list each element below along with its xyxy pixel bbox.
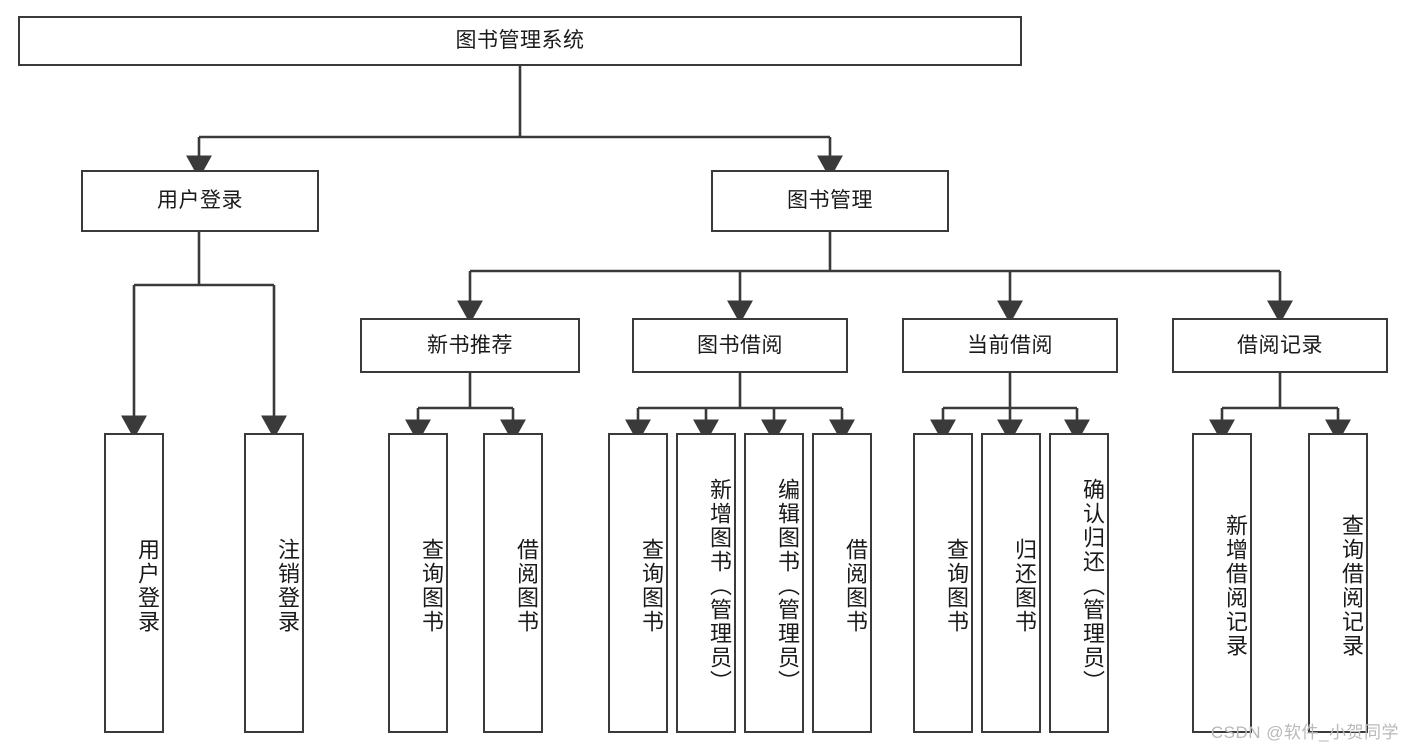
leaf-user-login[interactable]: 用户登录	[104, 433, 164, 733]
leaf-add-book[interactable]: 新增图书（管理员）	[676, 433, 736, 733]
leaf-borrow-book-1[interactable]: 借阅图书	[483, 433, 543, 733]
leaf-confirm-return-label: 确认归还（管理员）	[1080, 478, 1105, 694]
node-book-borrow[interactable]: 图书借阅	[632, 318, 848, 373]
leaf-add-record-label: 新增借阅记录	[1223, 514, 1248, 658]
leaf-query-book-1[interactable]: 查询图书	[388, 433, 448, 733]
leaf-query-record[interactable]: 查询借阅记录	[1308, 433, 1368, 733]
node-user-login[interactable]: 用户登录	[81, 170, 319, 232]
node-book-borrow-label: 图书借阅	[697, 333, 783, 357]
leaf-borrow-book-2[interactable]: 借阅图书	[812, 433, 872, 733]
node-current-borrow[interactable]: 当前借阅	[902, 318, 1118, 373]
leaf-add-record[interactable]: 新增借阅记录	[1192, 433, 1252, 733]
leaf-query-book-3[interactable]: 查询图书	[913, 433, 973, 733]
leaf-query-book-1-label: 查询图书	[419, 538, 444, 634]
leaf-logout-label: 注销登录	[275, 538, 300, 634]
leaf-edit-book[interactable]: 编辑图书（管理员）	[744, 433, 804, 733]
leaf-confirm-return[interactable]: 确认归还（管理员）	[1049, 433, 1109, 733]
node-new-book-rec-label: 新书推荐	[427, 333, 513, 357]
node-borrow-record[interactable]: 借阅记录	[1172, 318, 1388, 373]
leaf-query-record-label: 查询借阅记录	[1339, 514, 1364, 658]
leaf-return-book[interactable]: 归还图书	[981, 433, 1041, 733]
node-root-label: 图书管理系统	[455, 29, 585, 53]
node-current-borrow-label: 当前借阅	[967, 333, 1053, 357]
watermark: CSDN @软件_小贺同学	[1210, 723, 1399, 742]
leaf-borrow-book-2-label: 借阅图书	[843, 538, 868, 634]
node-new-book-rec[interactable]: 新书推荐	[360, 318, 580, 373]
leaf-query-book-2[interactable]: 查询图书	[608, 433, 668, 733]
node-book-manage-label: 图书管理	[787, 189, 873, 213]
leaf-user-login-label: 用户登录	[135, 538, 160, 634]
node-borrow-record-label: 借阅记录	[1237, 333, 1323, 357]
leaf-return-book-label: 归还图书	[1012, 538, 1037, 634]
leaf-query-book-2-label: 查询图书	[639, 538, 664, 634]
leaf-add-book-label: 新增图书（管理员）	[707, 478, 732, 694]
node-root[interactable]: 图书管理系统	[18, 16, 1022, 66]
leaf-query-book-3-label: 查询图书	[944, 538, 969, 634]
leaf-logout[interactable]: 注销登录	[244, 433, 304, 733]
leaf-edit-book-label: 编辑图书（管理员）	[775, 478, 800, 694]
node-book-manage[interactable]: 图书管理	[711, 170, 949, 232]
node-user-login-label: 用户登录	[157, 189, 243, 213]
leaf-borrow-book-1-label: 借阅图书	[514, 538, 539, 634]
